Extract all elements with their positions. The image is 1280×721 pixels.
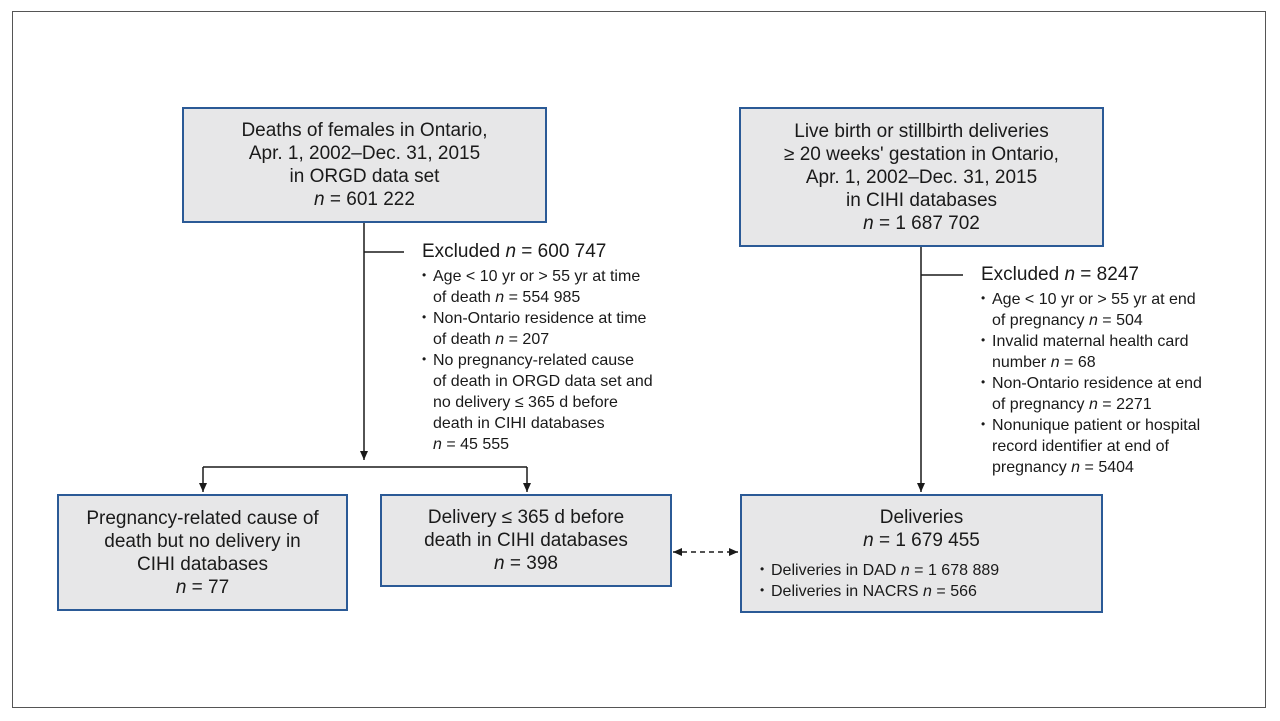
item-count: = 566 <box>931 583 977 600</box>
excluded-left-list: Age < 10 yr or > 55 yr at time of death … <box>422 265 692 455</box>
box-deaths-line-3: in ORGD data set <box>289 166 440 187</box>
n-symbol: n <box>1064 264 1076 285</box>
excluded-right-panel: Excluded n = 8247 Age < 10 yr or > 55 yr… <box>981 263 1251 478</box>
box-births-line-2: ≥ 20 weeks' gestation in Ontario, <box>784 143 1059 165</box>
excluded-left-panel: Excluded n = 600 747 Age < 10 yr or > 55… <box>422 240 692 455</box>
box-pregnancy-related-no-delivery: Pregnancy-related cause of death but no … <box>57 494 348 611</box>
item-text: Deliveries in NACRS <box>771 583 924 600</box>
n-symbol: n <box>175 576 187 598</box>
excluded-right-item: Invalid maternal health card number n = … <box>981 330 1251 373</box>
item-text: no delivery ≤ 365 d before <box>433 394 618 411</box>
excluded-right-item: Non-Ontario residence at end of pregnanc… <box>981 372 1251 415</box>
item-count: = 504 <box>1097 312 1143 329</box>
excluded-right-list: Age < 10 yr or > 55 yr at end of pregnan… <box>981 288 1251 478</box>
item-text: of death <box>433 331 496 348</box>
count-value: = 1 687 702 <box>873 212 980 234</box>
item-text: of pregnancy <box>992 396 1089 413</box>
item-text: Age < 10 yr or > 55 yr at time <box>433 268 641 285</box>
n-symbol: n <box>433 436 442 453</box>
item-text: death in CIHI databases <box>433 415 605 432</box>
box-delivery-line-2: death in CIHI databases <box>424 530 628 551</box>
count-value: = 398 <box>504 553 558 574</box>
count-value: = 1 679 455 <box>873 530 980 551</box>
n-symbol: n <box>1088 312 1098 329</box>
box-deliveries-title: Deliveries <box>879 507 964 528</box>
box-deliveries-count: n = 1 679 455 <box>863 529 980 552</box>
box-births-line-3: Apr. 1, 2002–Dec. 31, 2015 <box>805 166 1038 188</box>
n-symbol: n <box>863 212 874 234</box>
count-value: = 601 222 <box>324 189 415 210</box>
item-text: Nonunique patient or hospital <box>992 417 1201 434</box>
item-text: Non-Ontario residence at time <box>433 310 647 327</box>
box-births-count: n = 1 687 702 <box>863 212 980 235</box>
item-text: of death <box>433 289 496 306</box>
deliveries-source-list: Deliveries in DAD n = 1 678 889 Deliveri… <box>760 559 1000 602</box>
box-preg-line-3: CIHI databases <box>137 553 268 575</box>
excluded-left-item: Non-Ontario residence at time of death n… <box>422 307 692 350</box>
box-births-line-4: in CIHI databases <box>845 189 998 211</box>
n-symbol: n <box>495 331 505 348</box>
excluded-right-heading: Excluded n = 8247 <box>981 263 1251 287</box>
n-symbol: n <box>1071 459 1081 476</box>
excluded-right-item: Nonunique patient or hospital record ide… <box>981 414 1251 478</box>
excluded-left-heading: Excluded n = 600 747 <box>422 240 692 264</box>
item-count: = 554 985 <box>504 289 581 306</box>
box-preg-line-1: Pregnancy-related cause of <box>86 507 319 529</box>
excluded-label: Excluded <box>422 241 506 262</box>
item-count: = 68 <box>1059 354 1096 371</box>
excluded-count: = 8247 <box>1075 264 1139 285</box>
box-deaths-count: n = 601 222 <box>314 188 415 211</box>
item-text: of death in ORGD data set and <box>433 373 653 390</box>
item-text: No pregnancy-related cause <box>433 352 635 369</box>
count-value: = 77 <box>186 576 230 598</box>
excluded-count: = 600 747 <box>516 241 607 262</box>
n-symbol: n <box>863 530 874 551</box>
item-text: Age < 10 yr or > 55 yr at end <box>992 291 1196 308</box>
deliveries-source-item: Deliveries in NACRS n = 566 <box>760 580 999 602</box>
item-text: Invalid maternal health card <box>992 333 1189 350</box>
item-text: record identifier at end of <box>992 438 1169 455</box>
excluded-right-item: Age < 10 yr or > 55 yr at end of pregnan… <box>981 288 1251 331</box>
item-count: = 1 678 889 <box>909 562 1000 579</box>
figure-frame <box>12 11 1266 708</box>
n-symbol: n <box>494 553 505 574</box>
box-preg-count: n = 77 <box>176 576 229 599</box>
box-deaths-line-1: Deaths of females in Ontario, <box>241 120 488 141</box>
n-symbol: n <box>505 241 517 262</box>
item-count: = 207 <box>504 331 550 348</box>
item-count: = 2271 <box>1097 396 1152 413</box>
box-births-line-1: Live birth or stillbirth deliveries <box>794 120 1049 142</box>
box-deaths-of-females: Deaths of females in Ontario, Apr. 1, 20… <box>182 107 547 223</box>
excluded-label: Excluded <box>981 264 1065 285</box>
box-delivery-line-1: Delivery ≤ 365 d before <box>427 507 625 528</box>
item-count: = 5404 <box>1080 459 1134 476</box>
box-delivery-count: n = 398 <box>494 552 558 575</box>
box-delivery-before-death: Delivery ≤ 365 d before death in CIHI da… <box>380 494 672 587</box>
item-text: of pregnancy <box>992 312 1089 329</box>
item-count: = 45 555 <box>441 436 510 453</box>
n-symbol: n <box>1088 396 1098 413</box>
item-text: Non-Ontario residence at end <box>992 375 1202 392</box>
item-text: number <box>992 354 1051 371</box>
n-symbol: n <box>1050 354 1060 371</box>
n-symbol: n <box>495 289 505 306</box>
excluded-left-item: Age < 10 yr or > 55 yr at time of death … <box>422 265 692 308</box>
box-preg-line-2: death but no delivery in <box>104 530 301 552</box>
n-symbol: n <box>900 562 910 579</box>
item-text: Deliveries in DAD <box>771 562 901 579</box>
box-live-birth-deliveries: Live birth or stillbirth deliveries ≥ 20… <box>739 107 1104 247</box>
box-deliveries: Deliveries n = 1 679 455 Deliveries in D… <box>740 494 1103 613</box>
item-text: pregnancy <box>992 459 1072 476</box>
box-deaths-line-2: Apr. 1, 2002–Dec. 31, 2015 <box>248 143 481 164</box>
n-symbol: n <box>314 189 325 210</box>
n-symbol: n <box>923 583 932 600</box>
excluded-left-item: No pregnancy-related cause of death in O… <box>422 349 692 455</box>
deliveries-source-item: Deliveries in DAD n = 1 678 889 <box>760 559 1000 581</box>
